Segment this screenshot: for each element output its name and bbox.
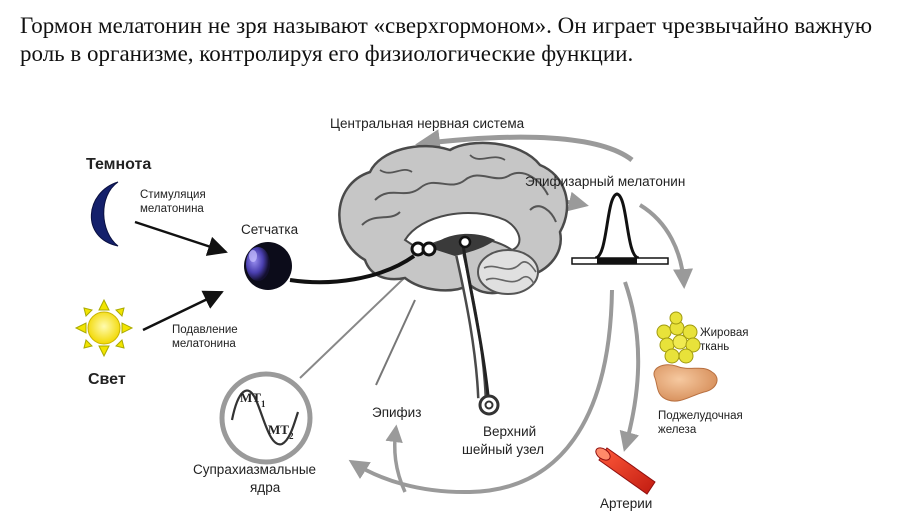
- ganglion-label-2: шейный узел: [462, 442, 544, 457]
- intro-text: Гормон мелатонин не зря называют «сверхг…: [20, 13, 873, 66]
- adipose-label-1: Жировая: [700, 327, 748, 339]
- arrow-to-arteries: [619, 281, 641, 452]
- suppression-label-2: мелатонина: [172, 338, 236, 350]
- cns-label: Центральная нервная система: [330, 116, 525, 131]
- sun-icon: [74, 298, 134, 358]
- arrow-light-to-retina: [142, 290, 224, 332]
- darkness-label: Темнота: [86, 156, 151, 173]
- arteries-label: Артерии: [600, 496, 652, 511]
- arrow-to-pineal-label: [385, 424, 407, 493]
- pancreas-label-2: железа: [658, 424, 697, 436]
- stimulation-label-2: мелатонина: [140, 203, 204, 215]
- ganglion-label-1: Верхний: [483, 424, 536, 439]
- ganglion-icon: [478, 394, 500, 416]
- pineal-pointer: [375, 299, 416, 386]
- eye-icon: [244, 242, 292, 290]
- melatonin-peak-icon: [571, 192, 669, 265]
- scn-label-2: ядра: [250, 480, 281, 495]
- arrow-back-to-scn: [348, 289, 614, 495]
- mt2-label: MT2: [268, 422, 294, 441]
- pancreas-icon: [653, 364, 718, 402]
- artery-icon: [595, 447, 656, 495]
- stimulation-label-1: Стимуляция: [140, 189, 206, 201]
- suppression-label-1: Подавление: [172, 324, 238, 336]
- arrow-darkness-to-retina: [134, 220, 228, 256]
- mt1-label: MT1: [240, 390, 266, 409]
- crescent-moon-icon: [90, 181, 119, 247]
- adipose-cells-icon: [656, 311, 701, 364]
- pancreas-label-1: Поджелудочная: [658, 410, 743, 422]
- brain-icon: [338, 141, 569, 399]
- arrow-peak-to-tissues: [638, 203, 694, 289]
- scn-label-1: Супрахиазмальные: [193, 462, 316, 477]
- arrow-to-cns: [415, 129, 634, 163]
- retina-label: Сетчатка: [241, 222, 299, 237]
- pineal-melatonin-label: Эпифизарный мелатонин: [525, 174, 685, 189]
- optic-nerve: [289, 254, 416, 285]
- adipose-label-2: ткань: [700, 341, 729, 353]
- light-label: Свет: [88, 371, 126, 388]
- receptor-sine-icon: [219, 371, 313, 465]
- pineal-label: Эпифиз: [372, 405, 421, 420]
